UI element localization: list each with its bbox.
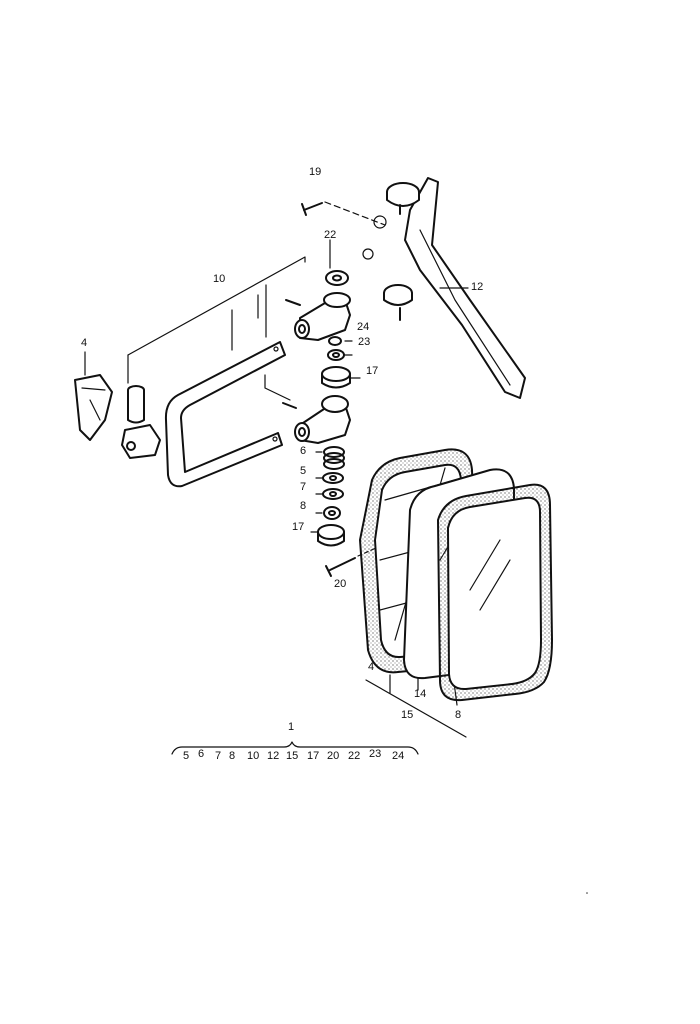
kit-item: 8	[229, 750, 235, 762]
callout-5: 5	[300, 465, 306, 477]
washer-7	[322, 488, 344, 500]
bushing-cylinder	[127, 385, 145, 424]
callout-12: 12	[471, 281, 483, 293]
callout-labels: 1 4 4 5 6 7 8 8 10 12 14 15 17 17 19 20 …	[81, 166, 483, 733]
callout-7: 7	[300, 481, 306, 493]
kit-item: 6	[198, 748, 204, 760]
scan-speck	[586, 892, 588, 894]
callout-23: 23	[358, 336, 370, 348]
callout-4-mirror: 4	[368, 661, 374, 673]
leader-lines	[84, 239, 469, 738]
kit-list: 5 6 7 8 10 12 15 17 20 22 23 24	[183, 748, 404, 762]
mirror-arm-10	[164, 341, 286, 488]
callout-14: 14	[414, 688, 426, 700]
kit-item: 24	[392, 750, 404, 762]
callout-17-top: 17	[366, 365, 378, 377]
kit-item: 10	[247, 750, 259, 762]
callout-15: 15	[401, 709, 413, 721]
spring-ring-17-bottom	[317, 524, 345, 547]
spring-6	[323, 446, 345, 470]
callout-8-frame: 8	[455, 709, 461, 721]
kit-brace	[171, 741, 419, 755]
mirror-frame-8	[437, 483, 553, 702]
callout-17-bottom: 17	[292, 521, 304, 533]
callout-4-left: 4	[81, 337, 87, 349]
kit-item: 17	[307, 750, 319, 762]
kit-item: 15	[286, 750, 298, 762]
callout-10: 10	[213, 273, 225, 285]
kit-item: 12	[267, 750, 279, 762]
callout-6: 6	[300, 445, 306, 457]
washer-5	[322, 472, 344, 484]
mirror-bracket-arm	[362, 177, 526, 399]
upper-clamp-24	[285, 292, 351, 341]
nut-8	[323, 506, 341, 520]
nut-23	[328, 336, 342, 346]
callout-24: 24	[357, 321, 369, 333]
kit-item: 7	[215, 750, 221, 762]
callout-8-stack: 8	[300, 500, 306, 512]
spring-ring-17-top	[321, 366, 351, 389]
callout-19: 19	[309, 166, 321, 178]
clamp-block	[121, 424, 161, 459]
callout-20: 20	[334, 578, 346, 590]
bushing-small	[327, 349, 345, 361]
kit-item: 20	[327, 750, 339, 762]
callout-22: 22	[324, 229, 336, 241]
kit-item: 22	[348, 750, 360, 762]
clamp-bracket-4	[74, 374, 113, 441]
lower-clamp	[282, 395, 351, 444]
screw-19	[301, 201, 386, 226]
kit-item: 5	[183, 750, 189, 762]
kit-item: 23	[369, 748, 381, 760]
callout-1: 1	[288, 721, 294, 733]
washer-22	[325, 270, 349, 286]
